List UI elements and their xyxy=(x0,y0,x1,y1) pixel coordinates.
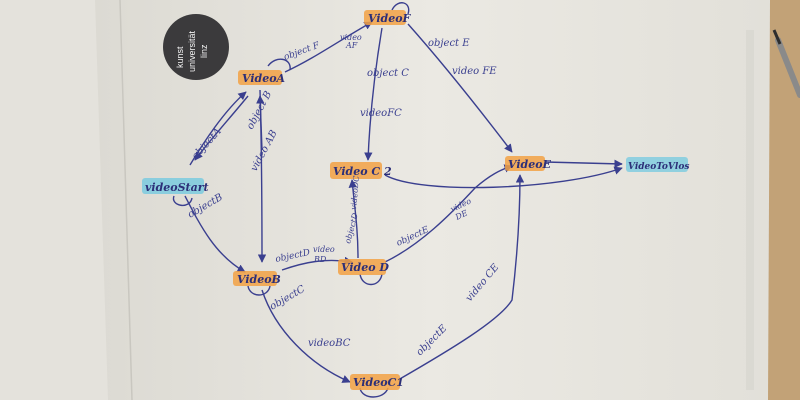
node-video-c1: VideoC1 xyxy=(353,376,404,389)
edge-f-to-c2 xyxy=(364,27,383,161)
vertical-footer-text xyxy=(746,30,754,390)
edge-start-to-b xyxy=(184,195,246,273)
loop-a xyxy=(267,58,291,71)
label-video-fe: video FE xyxy=(452,66,497,77)
highlight-video-start xyxy=(142,178,204,194)
node-video-start: videoStart xyxy=(145,181,209,194)
loop-start xyxy=(172,195,193,206)
node-video-f: VideoF xyxy=(368,12,412,25)
diagram-nodes: VideoF VideoA videoStart Video C 2 Video… xyxy=(142,10,689,390)
pen-tip xyxy=(772,29,782,45)
pen xyxy=(775,37,800,98)
loop-d xyxy=(359,273,383,286)
diagram-edges xyxy=(172,2,623,398)
edge-d-to-c2 xyxy=(348,179,359,259)
label-object-e-top: object E xyxy=(428,38,470,49)
label-video-af-1: video xyxy=(340,33,362,42)
highlight-video-a xyxy=(238,70,282,85)
node-video-a: VideoA xyxy=(242,72,286,85)
edge-a-to-f xyxy=(284,21,373,73)
edge-a-to-start xyxy=(194,95,249,161)
label-video-fc: videoFC xyxy=(360,108,402,119)
loop-c1 xyxy=(359,387,389,398)
highlight-video-d xyxy=(338,259,386,275)
label-video-dc: videoDC xyxy=(349,175,361,210)
node-video-d: Video D xyxy=(341,261,389,274)
highlight-video-f xyxy=(364,10,406,25)
label-video-bd-1: video xyxy=(313,245,335,254)
edge-c1-to-e xyxy=(397,174,525,381)
highlight-video-c2 xyxy=(330,162,382,179)
node-video-e: VideoE xyxy=(508,158,552,171)
label-video-af-2: AF xyxy=(345,41,358,50)
node-video-tolos: VideoToVlos xyxy=(628,162,689,172)
edge-e-to-tolos xyxy=(544,159,623,169)
highlight-video-c1 xyxy=(350,374,400,390)
edge-f-to-e xyxy=(407,23,513,153)
edge-c2-to-tolos xyxy=(384,166,623,189)
highlight-video-tolos xyxy=(626,157,688,172)
loop-b xyxy=(247,285,271,296)
paper-fold-line xyxy=(119,0,133,400)
node-video-c2: Video C 2 xyxy=(333,165,392,178)
edge-b-to-c1 xyxy=(261,289,351,383)
logo-line-2: universität xyxy=(187,30,197,72)
label-video-bc: videoBC xyxy=(308,338,351,349)
logo-line-3: linz xyxy=(199,44,209,58)
loop-f xyxy=(391,2,410,15)
edge-d-to-e xyxy=(384,164,513,263)
logo-line-1: kunst xyxy=(175,46,185,68)
edge-b-to-a xyxy=(256,95,265,151)
node-video-b: VideoB xyxy=(237,273,281,286)
university-logo: kunst universität linz xyxy=(163,14,229,80)
label-video-bd-2: BD xyxy=(313,255,327,264)
highlight-video-b xyxy=(233,271,277,286)
highlight-video-e xyxy=(505,156,545,171)
label-object-c-top: object C xyxy=(367,68,409,79)
